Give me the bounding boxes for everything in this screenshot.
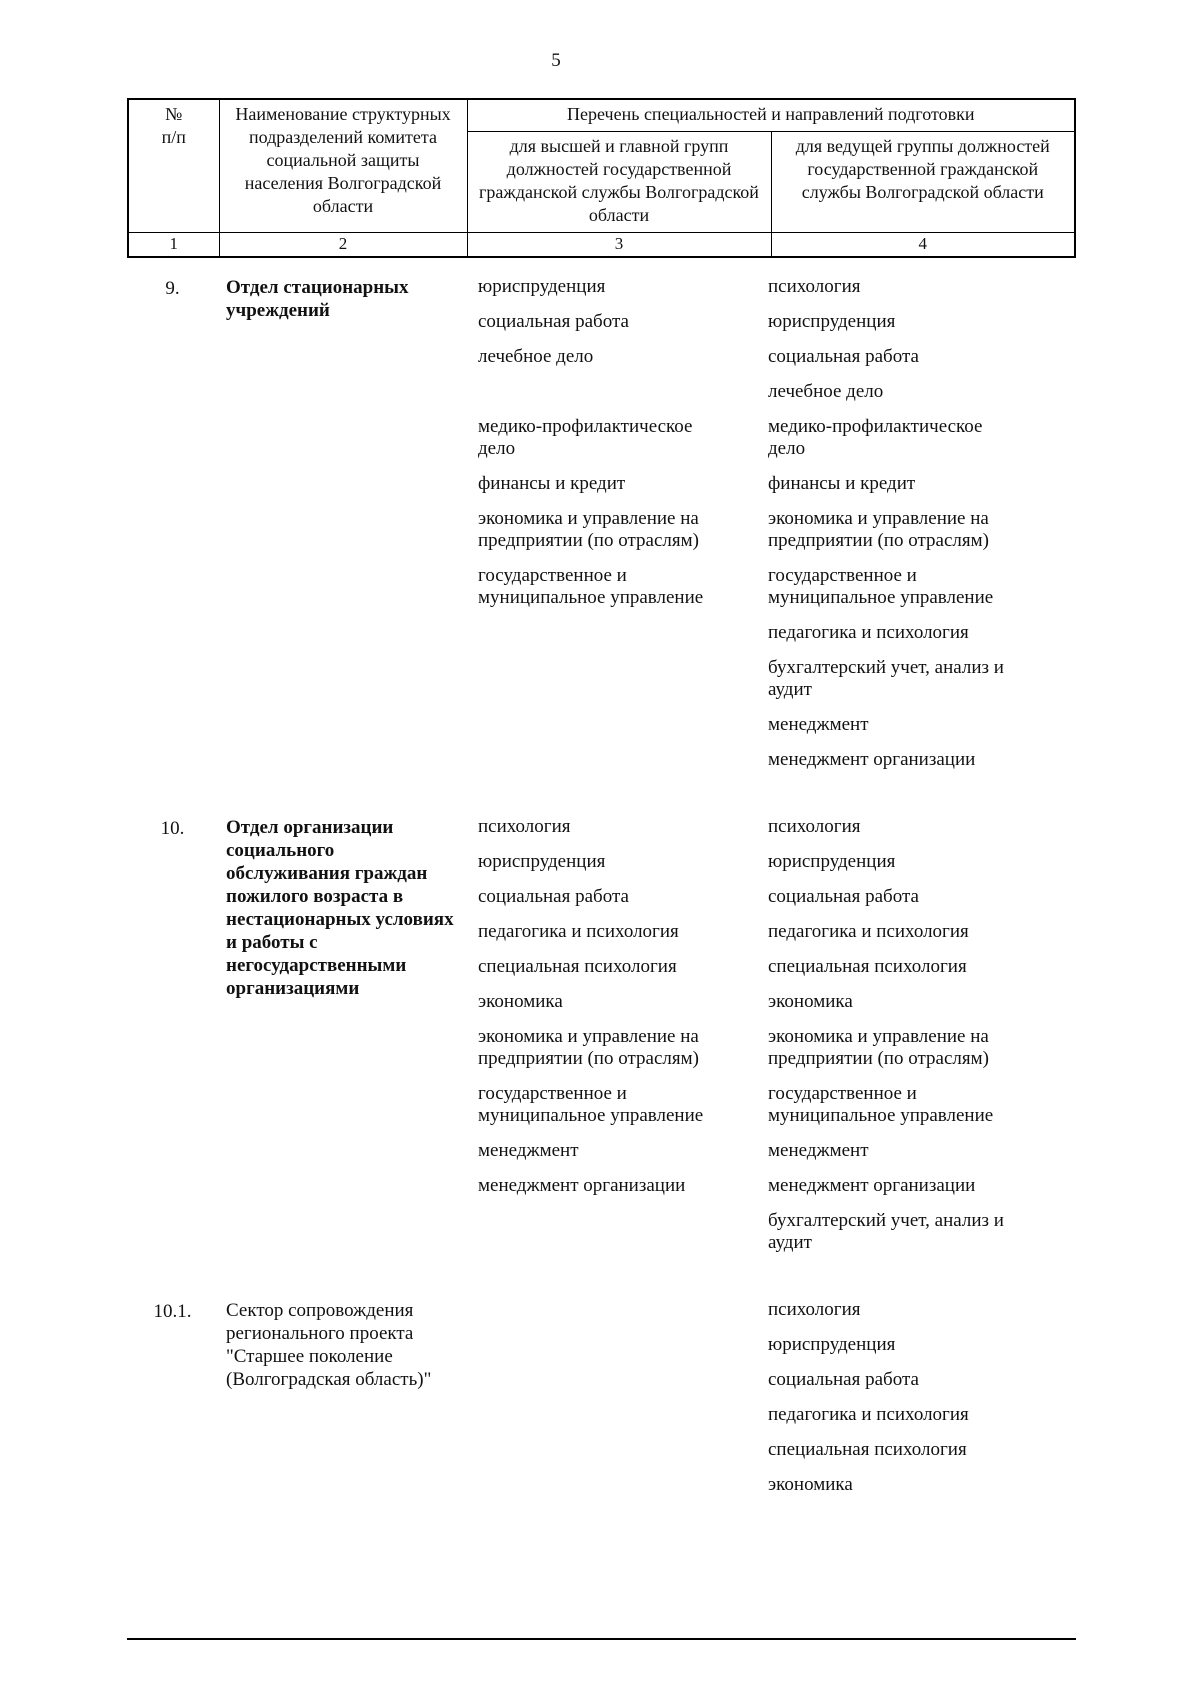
department-name: Отдел организации социального обслуживан… xyxy=(226,817,454,999)
specialty-item: медико-профилактическое дело xyxy=(768,416,983,459)
specialty-item: экономика и управление на предприятии (п… xyxy=(768,1026,989,1069)
specialty-item: психология xyxy=(768,816,861,837)
specialty-item: специальная психология xyxy=(478,956,677,977)
specialties-leading-group: психология юриспруденция социальная работа… xyxy=(762,1299,1076,1509)
row-number: 10.1. xyxy=(153,1301,192,1322)
specialty-item: психология xyxy=(478,816,571,837)
specialty-item: экономика и управление на предприятии (п… xyxy=(768,508,989,551)
specialty-item: юриспруденция xyxy=(768,851,896,872)
specialty-item: педагогика и психология xyxy=(768,921,969,942)
specialty-item: социальная работа xyxy=(768,886,919,907)
row-number: 10. xyxy=(160,818,185,839)
specialty-item: социальная работа xyxy=(478,886,629,907)
specialty-item: экономика xyxy=(478,991,563,1012)
specialty-item: менеджмент xyxy=(768,1140,869,1161)
page-number: 5 xyxy=(551,50,561,71)
specialty-item: финансы и кредит xyxy=(478,473,626,494)
specialties-leading-group: психология юриспруденция социальная работа… xyxy=(762,276,1076,784)
specialty-item: специальная психология xyxy=(768,1439,967,1460)
specialty-item: лечебное дело xyxy=(478,346,594,367)
table-bottom-border xyxy=(127,1638,1076,1640)
specialty-item: бухгалтерский учет, анализ и аудит xyxy=(768,1210,1004,1253)
table-body: 9. Отдел стационарных учреждений юриспруде… xyxy=(127,276,1076,1509)
specialty-item: экономика и управление на предприятии (п… xyxy=(478,508,699,551)
table-row: 10.1. Сектор сопровождения регионального … xyxy=(127,1299,1076,1509)
header-col-higher-group: для высшей и главной групп должностей го… xyxy=(466,131,772,233)
specialty-item: психология xyxy=(768,276,861,297)
specialty-item: специальная психология xyxy=(768,956,967,977)
specialty-item: менеджмент xyxy=(768,714,869,735)
specialty-item: менеджмент организации xyxy=(768,749,976,770)
header-col-num: № п/п xyxy=(127,98,220,233)
specialty-item: экономика и управление на предприятии (п… xyxy=(478,1026,699,1069)
specialty-item: юриспруденция xyxy=(478,851,606,872)
table-header: № п/п Наименование структурных подраздел… xyxy=(127,98,1076,258)
specialty-item: психология xyxy=(768,1299,861,1320)
specialty-item: социальная работа xyxy=(478,311,629,332)
specialty-item: менеджмент организации xyxy=(768,1175,976,1196)
specialties-higher-group xyxy=(466,1299,762,1509)
specialty-item: государственное и муниципальное управлен… xyxy=(768,1083,994,1126)
specialty-item: менеджмент xyxy=(478,1140,579,1161)
specialty-item: социальная работа xyxy=(768,1369,919,1390)
specialties-higher-group: психология юриспруденция социальная работа… xyxy=(466,816,762,1267)
department-name: Сектор сопровождения регионального проек… xyxy=(226,1300,432,1390)
specialty-item: юриспруденция xyxy=(478,276,606,297)
specialty-item: финансы и кредит xyxy=(768,473,916,494)
specialties-leading-group: психология юриспруденция социальная работа… xyxy=(762,816,1076,1267)
specialties-higher-group: юриспруденция социальная работа лечебное д… xyxy=(466,276,762,784)
specialty-item: педагогика и психология xyxy=(768,622,969,643)
specialty-item: экономика xyxy=(768,1474,853,1495)
header-specialties-span: Перечень специальностей и направлений по… xyxy=(466,98,1076,132)
column-numbers-row: 1 2 3 4 xyxy=(127,232,1076,258)
specialty-item: педагогика и психология xyxy=(478,921,679,942)
table-row: 9. Отдел стационарных учреждений юриспруде… xyxy=(127,276,1076,784)
department-name: Отдел стационарных учреждений xyxy=(226,277,409,321)
column-number-4: 4 xyxy=(770,232,1076,258)
specialty-item: юриспруденция xyxy=(768,1334,896,1355)
specialty-item: менеджмент организации xyxy=(478,1175,686,1196)
specialty-item: педагогика и психология xyxy=(768,1404,969,1425)
specialty-item: социальная работа xyxy=(768,346,919,367)
header-col-num-line2: п/п xyxy=(161,127,186,147)
column-number-3: 3 xyxy=(466,232,772,258)
specialty-item: экономика xyxy=(768,991,853,1012)
specialties-table: № п/п Наименование структурных подраздел… xyxy=(127,98,1076,1541)
specialty-item: государственное и муниципальное управлен… xyxy=(768,565,994,608)
specialty-item: лечебное дело xyxy=(768,381,884,402)
table-row: 10. Отдел организации социального обслужи… xyxy=(127,816,1076,1267)
specialty-item: государственное и муниципальное управлен… xyxy=(478,1083,704,1126)
specialty-item: государственное и муниципальное управлен… xyxy=(478,565,704,608)
header-col-num-line1: № xyxy=(165,104,183,124)
header-col-department: Наименование структурных подразделений к… xyxy=(218,98,468,233)
specialty-item: бухгалтерский учет, анализ и аудит xyxy=(768,657,1004,700)
column-number-2: 2 xyxy=(218,232,468,258)
specialty-item: медико-профилактическое дело xyxy=(478,416,693,459)
specialty-item: юриспруденция xyxy=(768,311,896,332)
header-col-leading-group: для ведущей группы должностей государств… xyxy=(770,131,1076,233)
column-number-1: 1 xyxy=(127,232,220,258)
row-number: 9. xyxy=(165,278,180,299)
